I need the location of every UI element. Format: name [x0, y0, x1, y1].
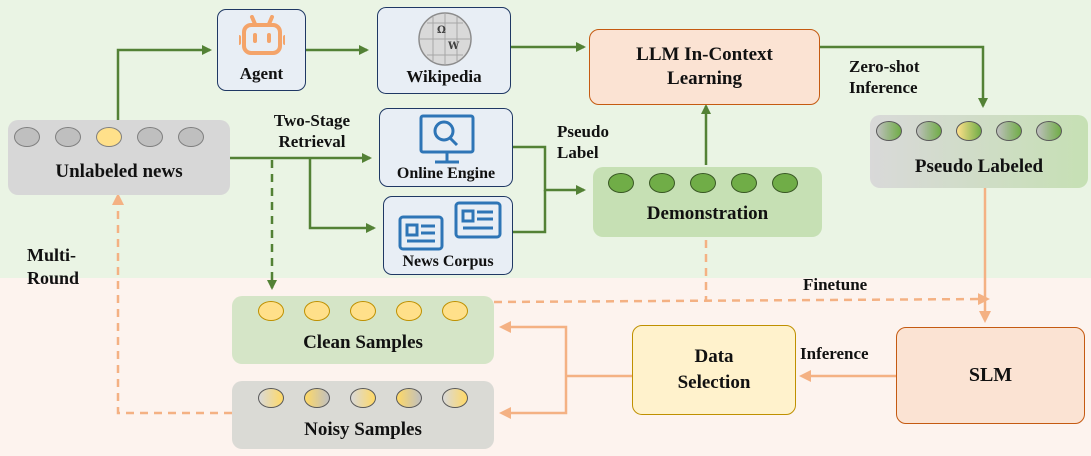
- sample-dot: [442, 388, 468, 408]
- news-corpus-box: News Corpus: [383, 196, 513, 275]
- sample-dot: [442, 301, 468, 321]
- zero-shot-inference-label: Zero-shot Inference: [849, 57, 920, 97]
- noisy-samples-dots: [258, 388, 468, 408]
- robot-icon: [239, 15, 285, 55]
- sample-dot: [350, 301, 376, 321]
- data-selection-box: Data Selection: [632, 325, 796, 415]
- news-corpus-label: News Corpus: [402, 253, 494, 270]
- sample-dot: [731, 173, 757, 193]
- arrow-news-to-agent: [116, 45, 212, 120]
- noisy-samples-label: Noisy Samples: [304, 419, 422, 440]
- sample-dot: [396, 301, 422, 321]
- inference-label: Inference: [800, 344, 869, 363]
- wikipedia-globe-icon: Ω W: [418, 12, 472, 66]
- two-stage-retrieval-label: Two-Stage Retrieval: [273, 111, 351, 151]
- sample-dot: [690, 173, 716, 193]
- wikipedia-box: Ω W Wikipedia: [377, 7, 511, 94]
- pseudo-label-label: Pseudo Label: [557, 122, 609, 162]
- newspaper-icon: [398, 201, 502, 251]
- slm-box: SLM: [896, 327, 1085, 424]
- sample-dot: [772, 173, 798, 193]
- arrow-split-to-clean: [499, 321, 568, 376]
- sample-dot: [14, 127, 40, 147]
- arrow-branch-to-corpus: [308, 158, 376, 233]
- sample-dot: [916, 121, 942, 141]
- agent-box: Agent: [217, 9, 306, 91]
- arrow-online-to-demo: [513, 145, 586, 195]
- sample-dot: [956, 121, 982, 141]
- demonstration-label: Demonstration: [646, 203, 769, 224]
- pseudo-labeled-label: Pseudo Labeled: [914, 156, 1044, 177]
- llm-label: LLM In-Context Learning: [636, 44, 773, 89]
- demonstration-dots: [608, 173, 798, 193]
- search-monitor-icon: [419, 114, 475, 164]
- finetune-label: Finetune: [803, 275, 868, 294]
- multi-round-label: Multi- Round: [27, 245, 80, 288]
- sample-dot: [96, 127, 122, 147]
- sample-dot: [996, 121, 1022, 141]
- sample-dot: [649, 173, 675, 193]
- arrow-clean-finetune: [493, 293, 990, 306]
- arrow-corpus-to-demo: [513, 190, 547, 234]
- sample-dot: [350, 388, 376, 408]
- sample-dot: [304, 301, 330, 321]
- sample-dot: [178, 127, 204, 147]
- unlabeled-dots: [14, 127, 204, 147]
- data-selection-label: Data Selection: [677, 346, 751, 393]
- sample-dot: [876, 121, 902, 141]
- clean-samples-dots: [258, 301, 468, 321]
- arrow-split-to-noisy: [499, 376, 568, 419]
- pseudo-labeled-dots: [876, 121, 1062, 141]
- agent-label: Agent: [239, 64, 284, 83]
- wikipedia-label: Wikipedia: [406, 67, 482, 86]
- unlabeled-news-label: Unlabeled news: [55, 161, 183, 182]
- arrow-noisy-multiround: [112, 193, 232, 415]
- sample-dot: [258, 388, 284, 408]
- online-engine-box: Online Engine: [379, 108, 513, 187]
- clean-samples-label: Clean Samples: [303, 332, 423, 353]
- sample-dot: [137, 127, 163, 147]
- sample-dot: [258, 301, 284, 321]
- sample-dot: [396, 388, 422, 408]
- svg-text:Ω: Ω: [437, 25, 446, 36]
- slm-label: SLM: [968, 364, 1013, 386]
- sample-dot: [1036, 121, 1062, 141]
- online-engine-label: Online Engine: [396, 165, 496, 182]
- llm-box: LLM In-Context Learning: [589, 29, 820, 105]
- svg-text:W: W: [447, 41, 460, 52]
- sample-dot: [608, 173, 634, 193]
- arrow-llm-to-pseudo: [820, 45, 988, 108]
- sample-dot: [55, 127, 81, 147]
- sample-dot: [304, 388, 330, 408]
